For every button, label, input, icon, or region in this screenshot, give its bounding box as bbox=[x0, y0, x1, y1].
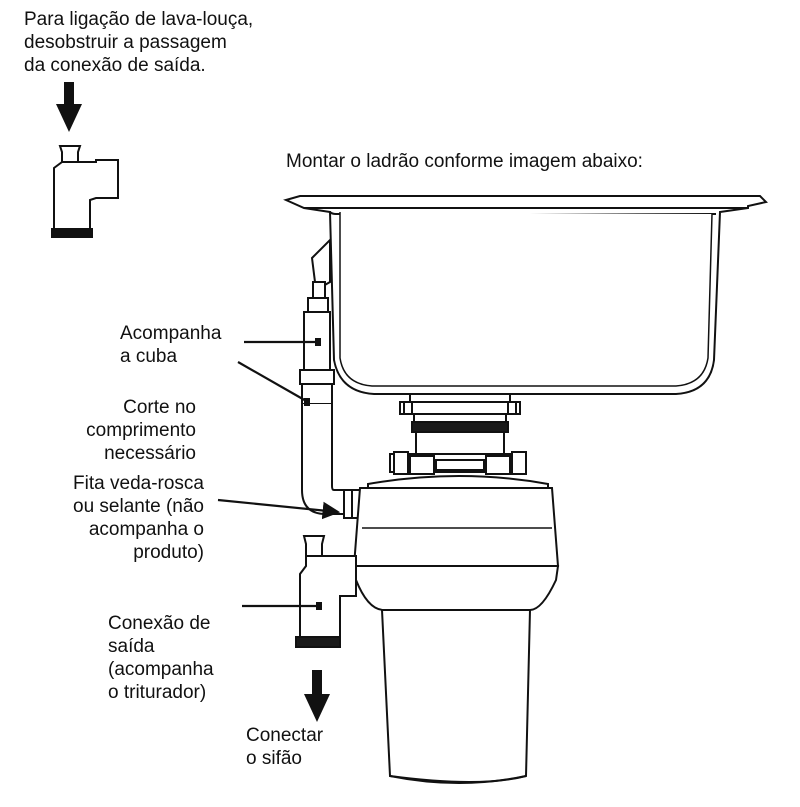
label-outlet-connection: Conexão de saída (acompanha o triturador… bbox=[108, 613, 214, 703]
grinder-body bbox=[352, 475, 560, 784]
down-arrow-icon bbox=[304, 670, 330, 722]
outlet-connection-mounted bbox=[295, 535, 357, 648]
down-arrow-icon bbox=[56, 82, 82, 132]
mount-note: Montar o ladrão conforme imagem abaixo: bbox=[286, 151, 643, 172]
outlet-connection-top bbox=[51, 145, 119, 238]
overflow-inlet-fitting bbox=[343, 489, 361, 519]
dishwasher-note: Para ligação de lava-louça, desobstruir … bbox=[24, 9, 254, 76]
grinder-mount bbox=[389, 393, 527, 475]
label-connect-trap: Conectar o sifão bbox=[246, 725, 324, 769]
label-thread-tape: Fita veda-rosca ou selante (não acompanh… bbox=[73, 473, 204, 563]
leader-lines bbox=[217, 338, 341, 610]
label-cut-length: Corte no comprimento necessário bbox=[86, 397, 196, 464]
label-comes-with-sink: Acompanha a cuba bbox=[120, 323, 222, 367]
sink-basin bbox=[283, 195, 768, 395]
